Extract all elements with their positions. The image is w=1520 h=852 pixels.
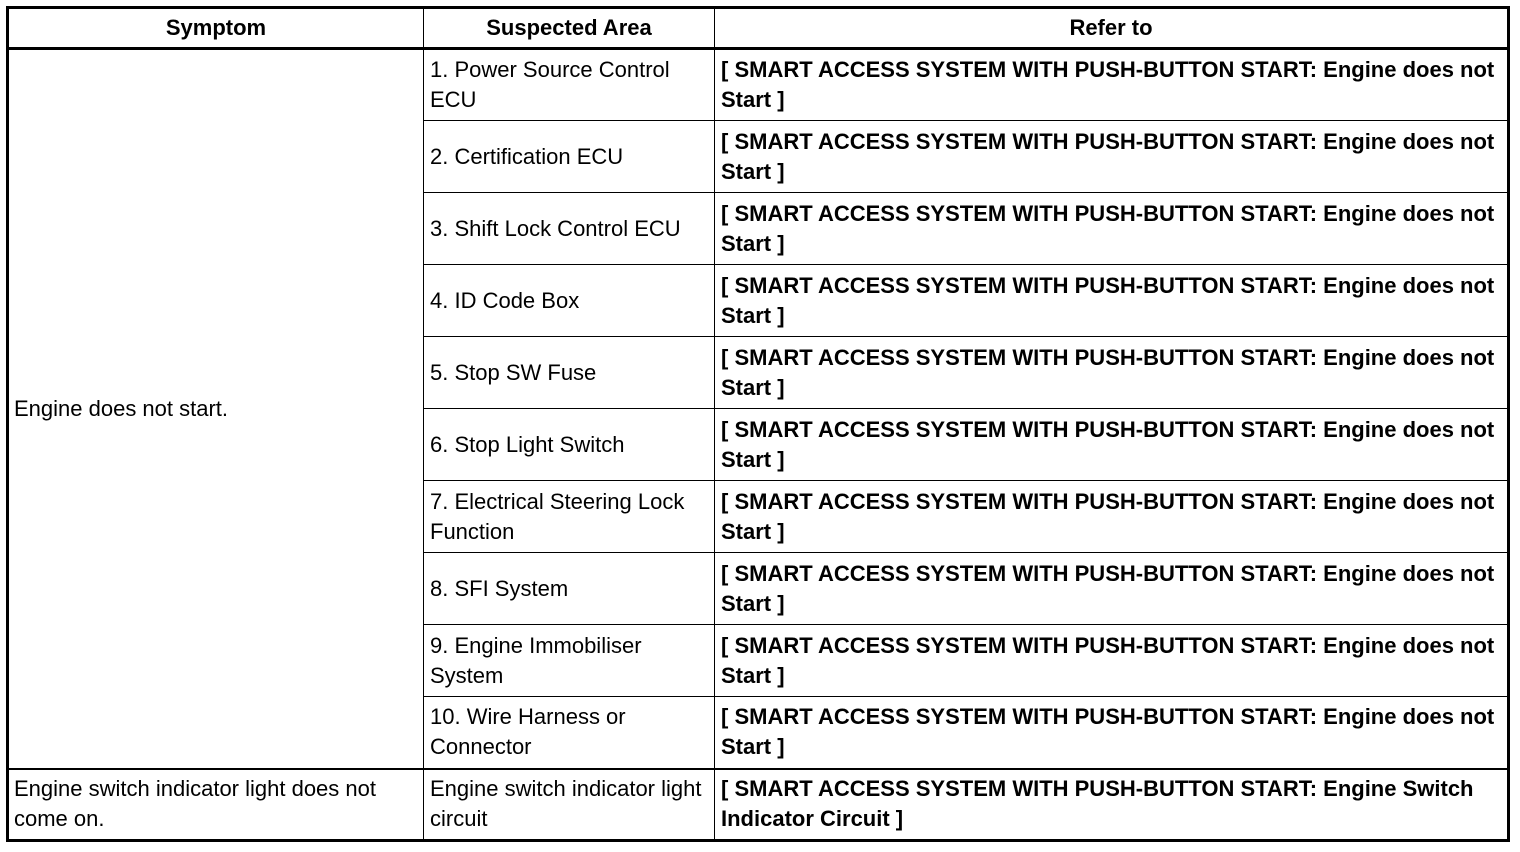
suspected-area-cell: 9. Engine Immobiliser System xyxy=(423,624,715,697)
suspected-area-cell: 3. Shift Lock Control ECU xyxy=(423,192,715,265)
symptom-cell: Engine does not start. xyxy=(7,48,424,769)
table-row: 7. Electrical Steering Lock Function [ S… xyxy=(8,480,1509,553)
suspected-area-cell: 7. Electrical Steering Lock Function xyxy=(423,480,715,553)
table-row: Engine switch indicator light does not c… xyxy=(7,767,1509,841)
refer-to-link[interactable]: [ SMART ACCESS SYSTEM WITH PUSH-BUTTON S… xyxy=(714,408,1509,481)
refer-to-link[interactable]: [ SMART ACCESS SYSTEM WITH PUSH-BUTTON S… xyxy=(714,192,1509,265)
table-row: 5. Stop SW Fuse [ SMART ACCESS SYSTEM WI… xyxy=(8,336,1509,409)
refer-to-link[interactable]: [ SMART ACCESS SYSTEM WITH PUSH-BUTTON S… xyxy=(714,767,1509,841)
suspected-area-cell: 10. Wire Harness or Connector xyxy=(423,696,715,769)
table-row: 10. Wire Harness or Connector [ SMART AC… xyxy=(8,696,1509,769)
table-row: 3. Shift Lock Control ECU [ SMART ACCESS… xyxy=(8,192,1509,265)
troubleshooting-table: Symptom Suspected Area Refer to Engine d… xyxy=(6,6,1510,842)
refer-to-link[interactable]: [ SMART ACCESS SYSTEM WITH PUSH-BUTTON S… xyxy=(714,336,1509,409)
table-row: Engine does not start. 1. Power Source C… xyxy=(7,48,1509,769)
refer-to-link[interactable]: [ SMART ACCESS SYSTEM WITH PUSH-BUTTON S… xyxy=(714,480,1509,553)
suspected-area-cell: 8. SFI System xyxy=(423,552,715,625)
table-row: 4. ID Code Box [ SMART ACCESS SYSTEM WIT… xyxy=(8,264,1509,337)
symptom-cell: Engine switch indicator light does not c… xyxy=(7,767,424,841)
header-row: Symptom Suspected Area Refer to xyxy=(7,7,1509,50)
header-symptom: Symptom xyxy=(7,7,424,50)
table-row: 6. Stop Light Switch [ SMART ACCESS SYST… xyxy=(8,408,1509,481)
refer-to-link[interactable]: [ SMART ACCESS SYSTEM WITH PUSH-BUTTON S… xyxy=(714,48,1509,121)
table-row: 8. SFI System [ SMART ACCESS SYSTEM WITH… xyxy=(8,552,1509,625)
suspected-area-cell: 4. ID Code Box xyxy=(423,264,715,337)
suspected-area-cell: 2. Certification ECU xyxy=(423,120,715,193)
header-suspected-area: Suspected Area xyxy=(423,7,715,50)
header-refer-to: Refer to xyxy=(714,7,1509,50)
suspected-area-cell: 6. Stop Light Switch xyxy=(423,408,715,481)
suspected-area-cell: Engine switch indicator light circuit xyxy=(423,767,715,841)
suspected-area-cell: 1. Power Source Control ECU xyxy=(423,48,715,121)
refer-to-link[interactable]: [ SMART ACCESS SYSTEM WITH PUSH-BUTTON S… xyxy=(714,696,1509,769)
refer-to-link[interactable]: [ SMART ACCESS SYSTEM WITH PUSH-BUTTON S… xyxy=(714,624,1509,697)
refer-to-link[interactable]: [ SMART ACCESS SYSTEM WITH PUSH-BUTTON S… xyxy=(714,552,1509,625)
suspected-area-cell: 5. Stop SW Fuse xyxy=(423,336,715,409)
refer-to-link[interactable]: [ SMART ACCESS SYSTEM WITH PUSH-BUTTON S… xyxy=(714,120,1509,193)
refer-to-link[interactable]: [ SMART ACCESS SYSTEM WITH PUSH-BUTTON S… xyxy=(714,264,1509,337)
table-row: 2. Certification ECU [ SMART ACCESS SYST… xyxy=(8,120,1509,193)
